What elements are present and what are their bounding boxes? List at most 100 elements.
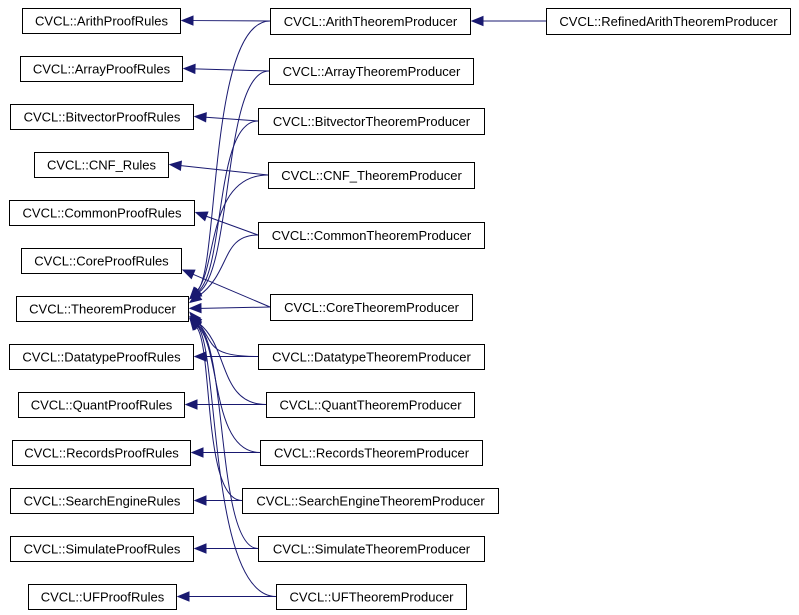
class-node-label: CVCL::RecordsTheoremProducer [274,446,470,461]
class-node-box [10,536,194,562]
inheritance-edge-bitvector-theorem-producer-to-bitvector-proof-rules [193,112,259,123]
inheritance-edge-uf-theorem-producer-to-theorem-producer [189,317,277,597]
inheritance-edge-records-theorem-producer-to-theorem-producer [189,317,261,453]
class-node-simulate-theorem-producer[interactable]: CVCL::SimulateTheoremProducer [258,536,485,562]
class-node-box [22,8,181,34]
class-node-datatype-proof-rules[interactable]: CVCL::DatatypeProofRules [9,344,194,370]
edges-layer [168,15,546,602]
class-node-box [34,152,169,178]
edge-line [196,326,243,501]
class-node-arith-theorem-producer[interactable]: CVCL::ArithTheoremProducer [270,8,471,35]
class-node-theorem-producer[interactable]: CVCL::TheoremProducer [16,296,189,322]
inheritance-edge-arith-theorem-producer-to-arith-proof-rules [180,15,271,26]
class-node-box [270,294,473,321]
class-node-box [242,488,499,514]
class-node-label: CVCL::ArrayProofRules [33,62,171,77]
class-node-box [268,162,475,189]
inheritance-edge-core-theorem-producer-to-theorem-producer [188,302,271,314]
class-node-label: CVCL::TheoremProducer [29,302,176,317]
class-node-label: CVCL::RecordsProofRules [24,446,179,461]
inheritance-edge-quant-theorem-producer-to-quant-proof-rules [184,399,266,410]
inheritance-edge-cnf-theorem-producer-to-cnf-rules [168,160,269,176]
class-node-label: CVCL::DatatypeProofRules [22,350,181,365]
class-node-label: CVCL::QuantProofRules [31,398,173,413]
class-node-bitvector-theorem-producer[interactable]: CVCL::BitvectorTheoremProducer [258,108,485,135]
inheritance-edge-array-theorem-producer-to-array-proof-rules [182,63,270,75]
class-node-label: CVCL::SearchEngineRules [24,494,181,509]
inheritance-edge-search-engine-theorem-producer-to-theorem-producer [189,317,243,501]
arrowhead-icon [188,291,203,304]
class-node-label: CVCL::SearchEngineTheoremProducer [256,494,485,509]
class-node-arith-proof-rules[interactable]: CVCL::ArithProofRules [22,8,181,34]
class-node-quant-theorem-producer[interactable]: CVCL::QuantTheoremProducer [266,392,475,418]
class-node-uf-proof-rules[interactable]: CVCL::UFProofRules [28,584,177,610]
class-node-records-proof-rules[interactable]: CVCL::RecordsProofRules [12,440,191,466]
edge-line [196,320,259,357]
class-node-label: CVCL::BitvectorTheoremProducer [273,114,471,129]
class-node-box [276,584,467,610]
class-node-box [18,392,185,418]
arrowhead-icon [470,15,484,27]
class-node-box [20,56,183,82]
class-node-label: CVCL::CoreTheoremProducer [284,300,460,315]
class-node-cnf-theorem-producer[interactable]: CVCL::CNF_TheoremProducer [268,162,475,189]
inheritance-edge-search-engine-theorem-producer-to-search-engine-rules [193,495,242,506]
edge-line [198,120,259,292]
arrowhead-icon [189,317,202,331]
class-node-box [258,222,485,249]
arrowhead-icon [193,351,207,362]
class-node-label: CVCL::BitvectorProofRules [24,110,181,125]
edge-line [198,322,267,405]
inheritance-edge-simulate-theorem-producer-to-simulate-proof-rules [193,543,258,554]
class-node-array-proof-rules[interactable]: CVCL::ArrayProofRules [20,56,183,82]
class-node-common-theorem-producer[interactable]: CVCL::CommonTheoremProducer [258,222,485,249]
inheritance-edge-array-theorem-producer-to-theorem-producer [188,70,270,300]
class-node-cnf-rules[interactable]: CVCL::CNF_Rules [34,152,169,178]
class-node-search-engine-rules[interactable]: CVCL::SearchEngineRules [10,488,194,514]
class-node-label: CVCL::CoreProofRules [34,254,169,269]
class-node-label: CVCL::CommonTheoremProducer [272,228,472,243]
class-node-label: CVCL::CNF_TheoremProducer [281,168,462,183]
class-node-common-proof-rules[interactable]: CVCL::CommonProofRules [9,200,195,226]
class-node-label: CVCL::ArithProofRules [35,14,168,29]
edge-line [196,174,269,291]
inheritance-edge-common-theorem-producer-to-common-proof-rules [194,211,259,236]
nodes-layer: CVCL::ArithProofRulesCVCL::ArrayProofRul… [9,8,791,610]
class-node-records-theorem-producer[interactable]: CVCL::RecordsTheoremProducer [260,440,483,466]
class-node-bitvector-proof-rules[interactable]: CVCL::BitvectorProofRules [10,104,194,130]
edge-line [200,306,271,309]
class-node-search-engine-theorem-producer[interactable]: CVCL::SearchEngineTheoremProducer [242,488,499,514]
class-node-box [10,104,194,130]
arrowhead-icon [184,399,198,410]
class-node-label: CVCL::DatatypeTheoremProducer [272,350,471,365]
class-node-simulate-proof-rules[interactable]: CVCL::SimulateProofRules [10,536,194,562]
class-node-label: CVCL::UFProofRules [41,590,165,605]
class-node-box [546,8,791,35]
class-node-label: CVCL::RefinedArithTheoremProducer [559,14,778,29]
class-node-uf-theorem-producer[interactable]: CVCL::UFTheoremProducer [276,584,467,610]
edge-line [197,326,277,597]
edge-line [197,325,261,453]
edge-line [194,68,270,72]
class-node-box [270,8,471,35]
arrowhead-icon [190,447,204,458]
class-node-array-theorem-producer[interactable]: CVCL::ArrayTheoremProducer [269,58,474,85]
class-node-box [10,488,194,514]
class-node-box [258,344,485,370]
arrowhead-icon [181,269,196,280]
edge-line [192,273,271,308]
edge-line [198,70,270,293]
inheritance-edge-uf-theorem-producer-to-uf-proof-rules [176,591,276,602]
class-node-label: CVCL::SimulateProofRules [24,542,181,557]
class-node-refined-arith-theorem-producer[interactable]: CVCL::RefinedArithTheoremProducer [546,8,791,35]
class-node-quant-proof-rules[interactable]: CVCL::QuantProofRules [18,392,185,418]
class-node-core-proof-rules[interactable]: CVCL::CoreProofRules [21,248,182,274]
class-node-label: CVCL::CommonProofRules [23,206,182,221]
edge-line [198,325,259,549]
inheritance-edge-records-theorem-producer-to-records-proof-rules [190,447,260,458]
class-node-box [266,392,475,418]
class-node-datatype-theorem-producer[interactable]: CVCL::DatatypeTheoremProducer [258,344,485,370]
class-node-core-theorem-producer[interactable]: CVCL::CoreTheoremProducer [270,294,473,321]
class-node-box [260,440,483,466]
